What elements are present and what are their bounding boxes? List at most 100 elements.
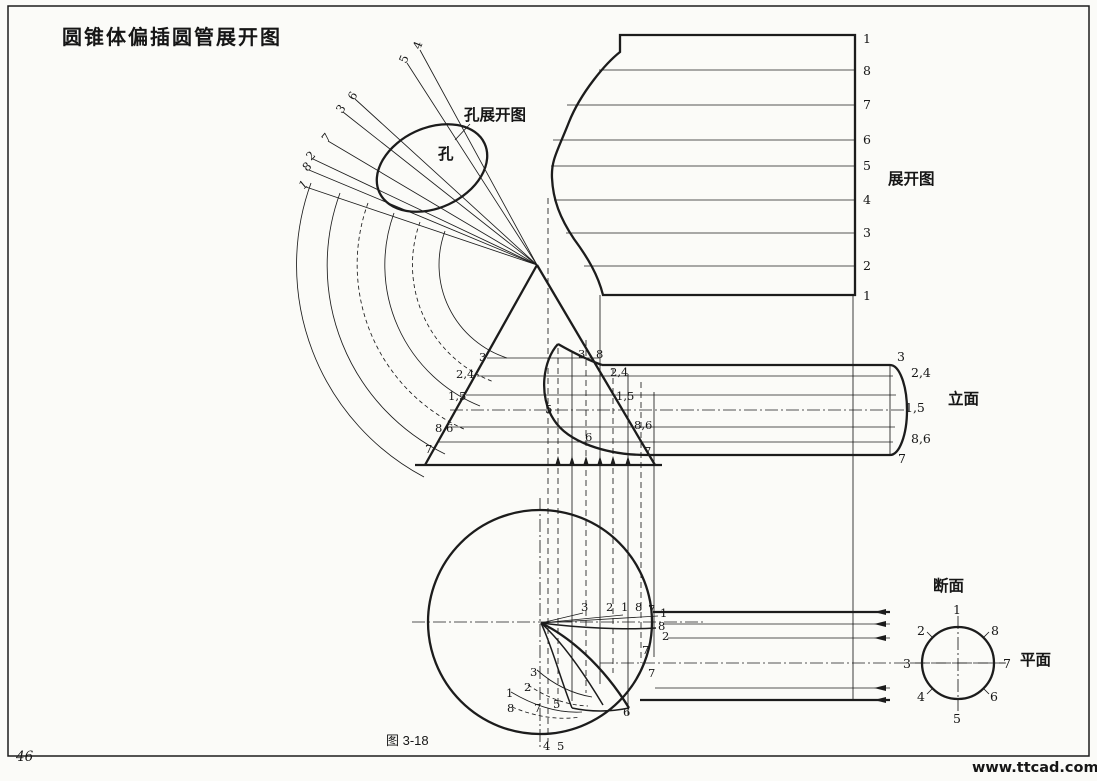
cone-left-slant [423,264,539,466]
plan-aux-arc [511,706,581,719]
arrow-up-icon [597,456,603,466]
curve-number: 2,4 [610,365,628,379]
development-arc [356,202,465,430]
plan-number: 7 [642,643,649,657]
page-number: 46 [15,749,34,765]
cone-number: 3 [479,350,486,364]
development-number: 3 [863,225,871,240]
section-number: 8 [991,623,999,638]
development-number: 2 [863,258,871,273]
section-tick [982,687,990,695]
section-number: 4 [917,689,925,704]
watermark: www.ttcad.com [972,760,1097,776]
plan-number: 1 [506,686,513,700]
plan-hole-curve [540,622,573,709]
development-number: 6 [863,132,871,147]
elevation-view [415,264,909,467]
cone-number: 2,4 [456,367,474,381]
curve-number: 8,6 [634,418,652,432]
fan-line [305,186,538,266]
plan-aux-arc [510,691,583,713]
arrow-left-icon [874,697,886,703]
section-number: 6 [990,689,998,704]
figure-caption: 图 3-18 [386,733,429,748]
cone-number: 1,5 [448,389,466,403]
plan-number: 7 [648,666,655,680]
construction-lines [547,198,854,742]
plan-number: 8 [658,619,665,633]
plan-hole-curve [540,622,604,706]
fan-number: 6 [345,89,361,103]
figure-border [7,5,1090,757]
hole-label-leader [454,123,471,141]
plan-leader [540,614,624,624]
elevation-number: 2,4 [911,365,931,380]
plan-hole-curve [540,621,630,709]
plan-number: 3 [530,665,537,679]
plan-leader [540,615,659,624]
plan-hole-curve [540,622,657,630]
fan-line [308,169,538,266]
plan-number: 1 [621,600,628,614]
section-number: 3 [903,656,911,671]
section-tick [982,631,990,639]
section-number: 2 [917,623,925,638]
label-hole: 孔 [438,145,454,163]
fan-line [327,140,538,266]
label-section: 断面 [933,576,964,595]
elevation-number: 7 [898,451,906,466]
arrow-up-icon [583,456,589,466]
section-tick [926,631,934,639]
cone-right-slant [536,264,656,466]
development-number: 4 [863,192,871,207]
development-number: 7 [863,97,871,112]
label-hole-development: 孔展开图 [464,106,526,124]
plan-number: 7 [534,701,541,715]
plan-number: 8 [507,701,514,715]
section-view [912,616,1005,711]
curve-number: 6 [585,430,592,444]
curve-number: 5 [545,402,552,416]
fan-number: 4 [410,39,426,51]
page-title: 圆锥体偏插圆管展开图 [62,25,282,49]
section-number: 5 [953,711,961,726]
development-number: 1 [863,31,871,46]
plan-number: 4 [543,739,550,753]
label-elevation: 立面 [948,389,979,408]
curve-number: 1,5 [616,389,634,403]
hole-development-ellipse [375,123,489,213]
plan-number: 2 [606,600,613,614]
plan-number: 5 [553,697,560,711]
elevation-number: 8,6 [911,431,931,446]
elevation-number: 1,5 [905,400,925,415]
development-arc [384,212,481,407]
plan-number: 2 [662,629,669,643]
development-arc [326,192,446,455]
plan-view [412,498,1006,750]
label-development: 展开图 [888,170,935,188]
intersection-curve-top [557,343,603,367]
fan-number: 5 [396,53,412,65]
arrow-up-icon [625,456,631,466]
development-number: 8 [863,63,871,78]
arrow-left-icon [874,685,886,691]
development-arc [412,221,495,383]
arrow-left-icon [874,621,886,627]
plan-number: 7 [648,602,655,616]
arrow-left-icon [874,609,886,615]
curve-number: 3 [578,347,585,361]
cone-number: 7 [425,442,432,456]
plan-number: 8 [635,600,642,614]
development-view [550,33,857,297]
section-number: 7 [1003,656,1011,671]
development-outline [550,33,857,297]
development-arc [296,182,425,478]
fan-number: 3 [333,102,349,116]
arrow-up-icon [555,456,561,466]
plan-number: 1 [660,606,667,620]
label-plan: 平面 [1020,651,1051,669]
section-tick [926,687,934,695]
elevation-number: 3 [897,349,905,364]
